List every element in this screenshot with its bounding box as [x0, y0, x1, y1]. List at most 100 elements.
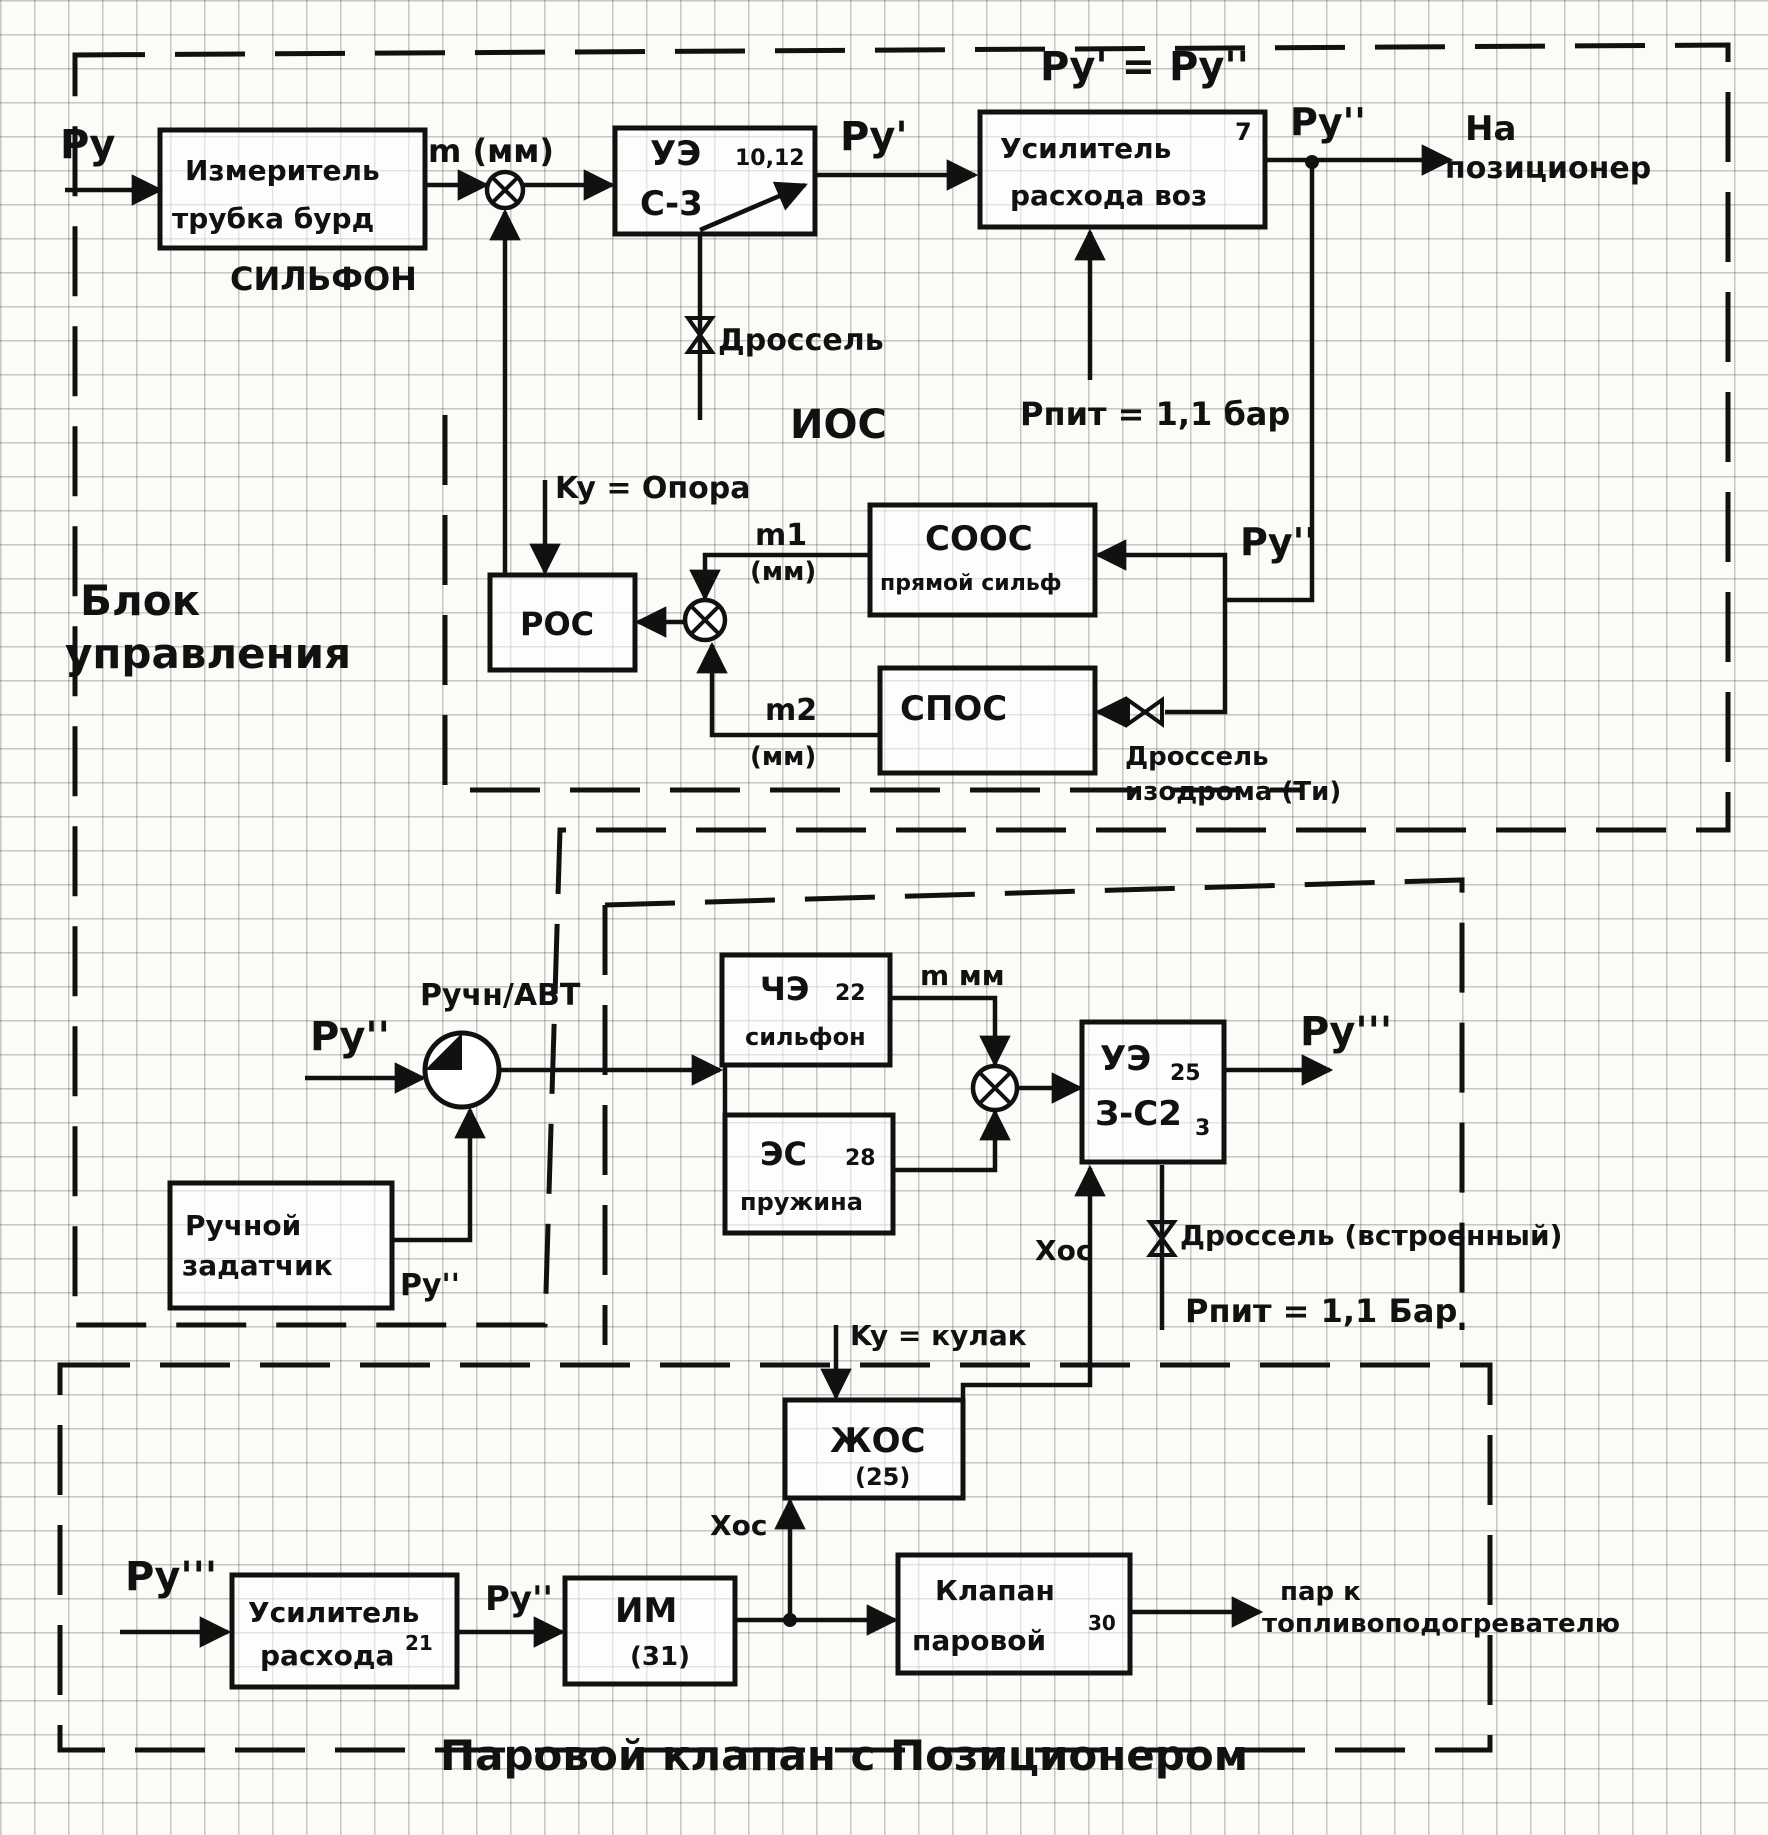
usilitel-top-label-2: расхода воз — [1010, 179, 1207, 212]
block-izmeritel: Измеритель трубка бурд — [157, 127, 428, 251]
switch-ruch-avt — [422, 1030, 502, 1110]
summator-1 — [484, 169, 526, 211]
che-label-1: ЧЭ — [760, 970, 809, 1008]
che-label-2: сильфон — [745, 1023, 866, 1051]
wire-spos-sum2 — [696, 641, 880, 738]
izmeritel-label-2: трубка бурд — [172, 202, 374, 235]
block-ruchnoy: Ручной задатчик — [167, 1180, 395, 1311]
spos-label: СПОС — [900, 689, 1007, 729]
block-ue-bottom: УЭ 25 З-С2 3 — [1079, 1019, 1227, 1165]
label-py2-manual: Pу'' — [400, 1268, 460, 1303]
summator-2 — [682, 597, 728, 643]
block-spos: СПОС — [877, 665, 1098, 776]
ue-bottom-tag2: 3 — [1195, 1116, 1210, 1141]
zhos-tag: (25) — [855, 1463, 910, 1491]
ue-bottom-label-1: УЭ — [1100, 1039, 1151, 1079]
drossel-izodroma-1: Дроссель — [1125, 742, 1269, 772]
wire-ruchnoy-switch — [392, 1106, 486, 1243]
drossel-vstroenny-label: Дроссель (встроенный) — [1180, 1219, 1562, 1252]
pmit-top: Pпит = 1,1 бар — [1020, 395, 1290, 433]
block-usilitel-bottom: Усилитель расхода 21 — [229, 1572, 460, 1690]
blok-upravleniya-1: Блок — [80, 576, 200, 625]
bottom-title: Паровой клапан с Позиционером — [440, 1731, 1248, 1780]
silfon-caption: СИЛЬФОН — [230, 260, 417, 298]
wire-feedback-return — [1225, 168, 1315, 603]
label-ky-opora: Ky = Опора — [555, 471, 750, 506]
block-im: ИМ (31) — [562, 1575, 738, 1687]
es-label-1: ЭС — [760, 1135, 807, 1173]
par-k-2: топливоподогревателю — [1262, 1609, 1620, 1639]
input-signal-py: Pу — [60, 122, 115, 168]
usilitel-bottom-tag: 21 — [405, 1631, 433, 1655]
ue-top-label-2: С-3 — [640, 184, 703, 224]
positioner-inner-frame — [602, 877, 1465, 1345]
label-m2-unit: (мм) — [750, 742, 816, 772]
label-xos-2: Xос — [710, 1509, 767, 1542]
ue-top-label-1: УЭ — [650, 134, 701, 174]
drossel-top-label: Дроссель — [718, 323, 884, 358]
inner-top-frame — [442, 415, 1300, 793]
wire-che-sum3 — [890, 995, 1011, 1068]
label-py2-return: Pу'' — [1240, 520, 1316, 564]
pmit-bottom: Pпит = 1,1 Бар — [1185, 1292, 1457, 1330]
ue-bottom-label-2: З-С2 — [1095, 1094, 1182, 1134]
drossel-top-icon — [684, 316, 716, 354]
block-zhos: ЖОС (25) — [782, 1397, 966, 1501]
label-m-mm: m (мм) — [428, 132, 554, 170]
steam-valve-frame — [57, 1362, 1493, 1753]
label-py2-after-amp: Pу'' — [485, 1579, 553, 1619]
wire-zhos-ue — [960, 1164, 1106, 1400]
im-tag: (31) — [630, 1642, 690, 1672]
soos-label-1: СООС — [925, 519, 1033, 559]
soos-label-2: прямой сильф — [880, 571, 1062, 596]
es-label-2: пружина — [740, 1188, 863, 1216]
wire-es-sum3 — [893, 1108, 1011, 1173]
block-ue-top: УЭ 10,12 С-3 — [612, 125, 818, 237]
drossel-izodroma-2: изодрома (Ти) — [1125, 777, 1341, 807]
ios-label: ИОС — [790, 402, 887, 448]
label-py-equal: Pу' = Pу'' — [1040, 44, 1249, 90]
block-klapan: Клапан паровой 30 — [895, 1552, 1133, 1676]
na-positioner-1: На — [1465, 109, 1516, 149]
blok-upravleniya-2: управления — [65, 629, 351, 678]
label-ruch-avt: Pучн/АВТ — [420, 978, 581, 1013]
block-soos: СООС прямой сильф — [867, 502, 1098, 618]
block-es: ЭС 28 пружина — [722, 1112, 896, 1236]
control-unit-frame — [72, 42, 1731, 1328]
klapan-tag: 30 — [1088, 1611, 1116, 1635]
klapan-label-2: паровой — [912, 1624, 1046, 1657]
ue-top-tag: 10,12 — [735, 146, 805, 171]
label-xos-1: Xос — [1035, 1234, 1092, 1267]
ruchnoy-label-1: Ручной — [185, 1209, 301, 1242]
wire-to-soos — [1094, 539, 1228, 600]
izmeritel-label-1: Измеритель — [185, 154, 380, 187]
roc-label: РОС — [520, 605, 594, 643]
label-py3-out: Pу''' — [1300, 1009, 1392, 1055]
wire-to-izodrom — [1165, 600, 1228, 715]
ue-top-arrow — [699, 181, 808, 233]
ruchnoy-label-2: задатчик — [182, 1249, 333, 1282]
klapan-label-1: Клапан — [935, 1574, 1055, 1607]
label-py2-top: Pу'' — [1290, 100, 1366, 144]
wire-soos-sum2 — [689, 552, 870, 602]
label-m1-unit: (мм) — [750, 557, 816, 587]
zhos-label-1: ЖОС — [830, 1421, 925, 1461]
label-m1: m1 — [755, 518, 807, 553]
drossel-vstroenny-icon — [1146, 1220, 1178, 1257]
label-py3-in: Pу''' — [125, 1554, 217, 1600]
usilitel-top-label-1: Усилитель — [1000, 132, 1171, 165]
es-tag: 28 — [845, 1146, 876, 1171]
label-py1: Pу' — [840, 114, 908, 160]
usilitel-bottom-label-1: Усилитель — [248, 1596, 419, 1629]
block-usilitel-top: Усилитель 7 расхода воз — [977, 109, 1268, 230]
junction-top — [1305, 155, 1319, 169]
par-k-1: пар к — [1280, 1577, 1361, 1607]
block-roc: РОС — [487, 572, 638, 673]
label-py2-in: Pу'' — [310, 1014, 390, 1060]
ue-bottom-tag: 25 — [1170, 1061, 1201, 1086]
im-label: ИМ — [615, 1591, 677, 1631]
label-ky-kulak: Ky = кулак — [850, 1319, 1027, 1352]
label-m2: m2 — [765, 693, 817, 728]
na-positioner-2: позиционер — [1445, 151, 1651, 186]
